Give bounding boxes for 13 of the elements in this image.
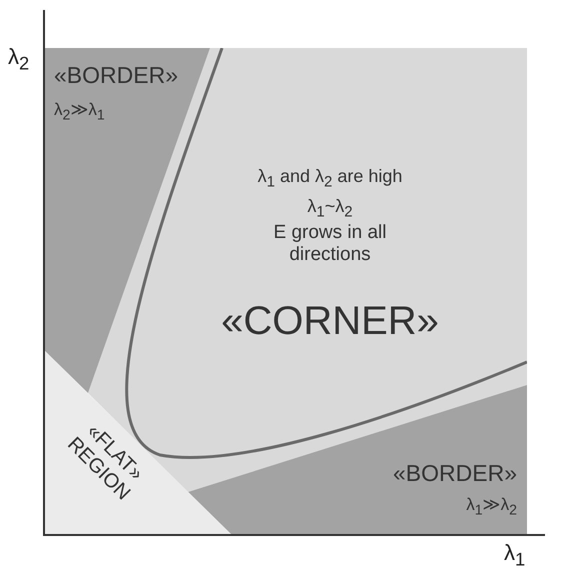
region-heading: «CORNER» [221, 298, 439, 344]
axis-label: λ$_{1}$ [504, 540, 526, 570]
axis-label: λ$_{2}$ [8, 44, 30, 74]
region-heading: «BORDER» [393, 460, 517, 486]
border-region [44, 48, 210, 393]
border-region [188, 385, 527, 535]
region-heading: «BORDER» [54, 62, 178, 88]
region-description: λ$_{1}$≫λ$_{2}$ [466, 495, 517, 519]
region-description: λ$_{2}$≫λ$_{1}$ [54, 100, 105, 124]
flat-region [44, 350, 232, 535]
region-description: λ$_{1}$~λ$_{2}$ [307, 196, 353, 221]
region-description: E grows in all directions [272, 222, 388, 266]
region-description: λ$_{1}$ and λ$_{2}$ are high [258, 166, 402, 191]
